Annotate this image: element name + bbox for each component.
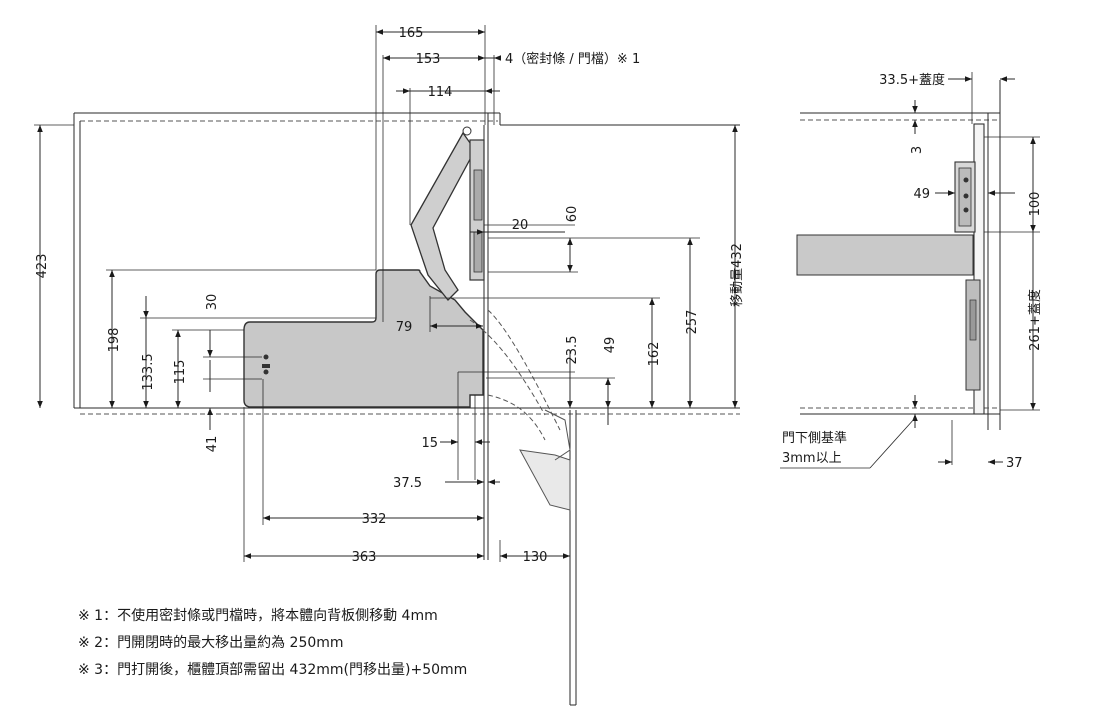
side-dim-49: 49: [913, 187, 930, 202]
dim-432: 移動量432: [730, 243, 745, 307]
dim-41: 41: [205, 436, 220, 453]
note-2: ※ 2：門開閉時的最大移出量約為 250mm: [78, 635, 344, 651]
side-view-labels: 33.5+蓋度 3 49 100 261+蓋度 門下側基準 3mm以上 37: [782, 72, 1043, 471]
dim-198: 198: [107, 328, 122, 353]
dim-4-seal-note: 4（密封條 / 門檔）※ 1: [505, 51, 640, 67]
dim-20: 20: [512, 218, 529, 233]
dim-130: 130: [523, 550, 548, 565]
door-ref-line2: 3mm以上: [782, 451, 842, 466]
dimension-lines: [34, 25, 740, 562]
side-dim-37: 37: [1006, 456, 1023, 471]
dim-60: 60: [565, 206, 580, 223]
door-open-path: [469, 309, 571, 511]
dim-115: 115: [173, 360, 188, 385]
dim-153: 153: [416, 52, 441, 67]
lift-mechanism-body: [243, 269, 484, 408]
side-view-dimensions: [780, 72, 1040, 469]
lift-arm: [410, 126, 485, 301]
dim-37-5: 37.5: [393, 476, 422, 491]
cabinet-outline: [73, 112, 740, 415]
dim-332: 332: [362, 512, 387, 527]
door-ref-line1: 門下側基準: [782, 430, 847, 446]
note-1: ※ 1：不使用密封條或門檔時，將本體向背板側移動 4mm: [78, 608, 438, 624]
side-dim-100: 100: [1028, 192, 1043, 217]
dimension-labels: 165 153 4（密封條 / 門檔）※ 1 114 423 198 133.5…: [35, 26, 745, 565]
side-dim-261: 261+蓋度: [1027, 289, 1043, 351]
side-dim-33-5: 33.5+蓋度: [879, 72, 945, 88]
dim-30: 30: [205, 294, 220, 311]
dim-423: 423: [35, 254, 50, 279]
dim-15: 15: [421, 436, 438, 451]
dim-257: 257: [685, 310, 700, 335]
notes-block: ※ 1：不使用密封條或門檔時，將本體向背板側移動 4mm ※ 2：門開閉時的最大…: [78, 603, 467, 684]
note-3: ※ 3：門打開後，櫃體頂部需留出 432mm(門移出量)+50mm: [78, 662, 468, 678]
dim-363: 363: [352, 550, 377, 565]
dim-49: 49: [603, 337, 618, 354]
dim-165: 165: [399, 26, 424, 41]
dim-114: 114: [428, 85, 453, 100]
dim-133-5: 133.5: [141, 353, 156, 390]
side-dim-3: 3: [910, 146, 925, 154]
dim-162: 162: [647, 342, 662, 367]
door-panel: [483, 125, 577, 706]
dim-23-5: 23.5: [565, 336, 580, 365]
side-view: [796, 80, 1001, 430]
dim-79: 79: [396, 320, 413, 335]
